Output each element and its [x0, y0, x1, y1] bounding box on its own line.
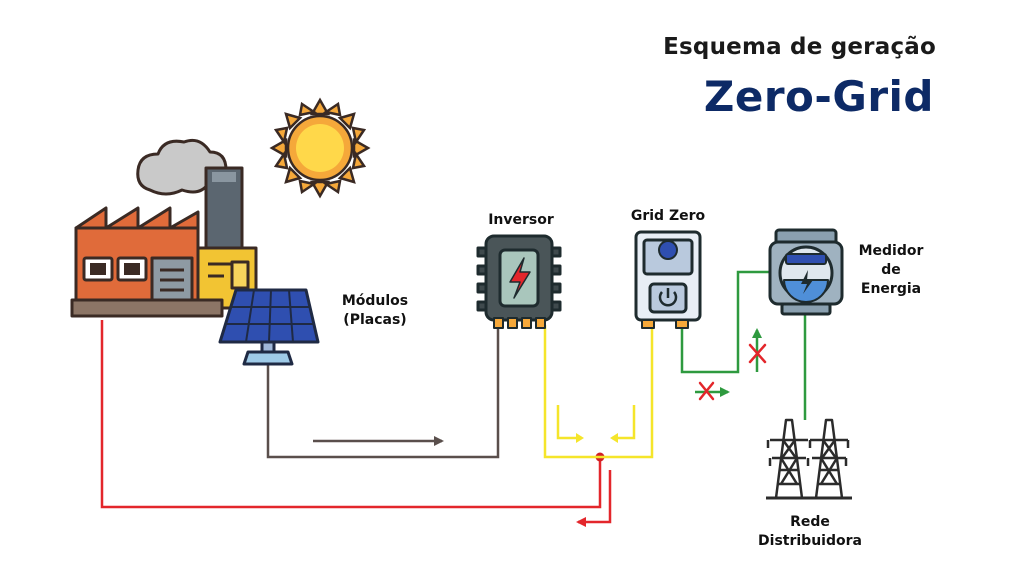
- network-label-line1: Rede: [790, 514, 830, 530]
- inverter-icon: [476, 234, 562, 329]
- diagram-subtitle: Esquema de geração: [663, 34, 936, 60]
- meter-label-line1: Medidor: [858, 243, 924, 259]
- grid-wire-meter: [680, 270, 772, 374]
- diagram-title: Zero-Grid: [703, 72, 934, 121]
- dc-wire: [266, 325, 500, 459]
- grid-zero-device-icon: [634, 230, 702, 329]
- meter-label: Medidor de Energia: [846, 242, 936, 299]
- modules-label: Módulos (Placas): [330, 292, 420, 330]
- load-return-arrow: [576, 470, 612, 527]
- ac-wire-inverter: [543, 325, 600, 459]
- meter-label-line2: de: [881, 262, 901, 278]
- sun-icon: [269, 97, 371, 199]
- factory-icon: [70, 138, 258, 318]
- modules-label-line2: (Placas): [343, 312, 407, 328]
- solar-panel-icon: [218, 288, 320, 366]
- load-wire: [100, 320, 602, 509]
- blocked-x-icon: [748, 343, 767, 364]
- network-label: Rede Distribuidora: [750, 513, 870, 551]
- ac-wire-gridzero: [600, 325, 654, 459]
- modules-label-line1: Módulos: [341, 293, 409, 309]
- ac-flow-arrow-left: [556, 405, 582, 440]
- blocked-x-icon: [698, 381, 715, 401]
- transmission-tower-icon: [766, 418, 852, 500]
- ac-flow-arrow-right: [612, 405, 636, 440]
- meter-label-line3: Energia: [860, 281, 922, 297]
- grid-zero-label: Grid Zero: [630, 208, 706, 224]
- energy-meter-icon: [768, 228, 844, 316]
- inverter-label: Inversor: [488, 212, 554, 228]
- network-label-line2: Distribuidora: [758, 533, 862, 549]
